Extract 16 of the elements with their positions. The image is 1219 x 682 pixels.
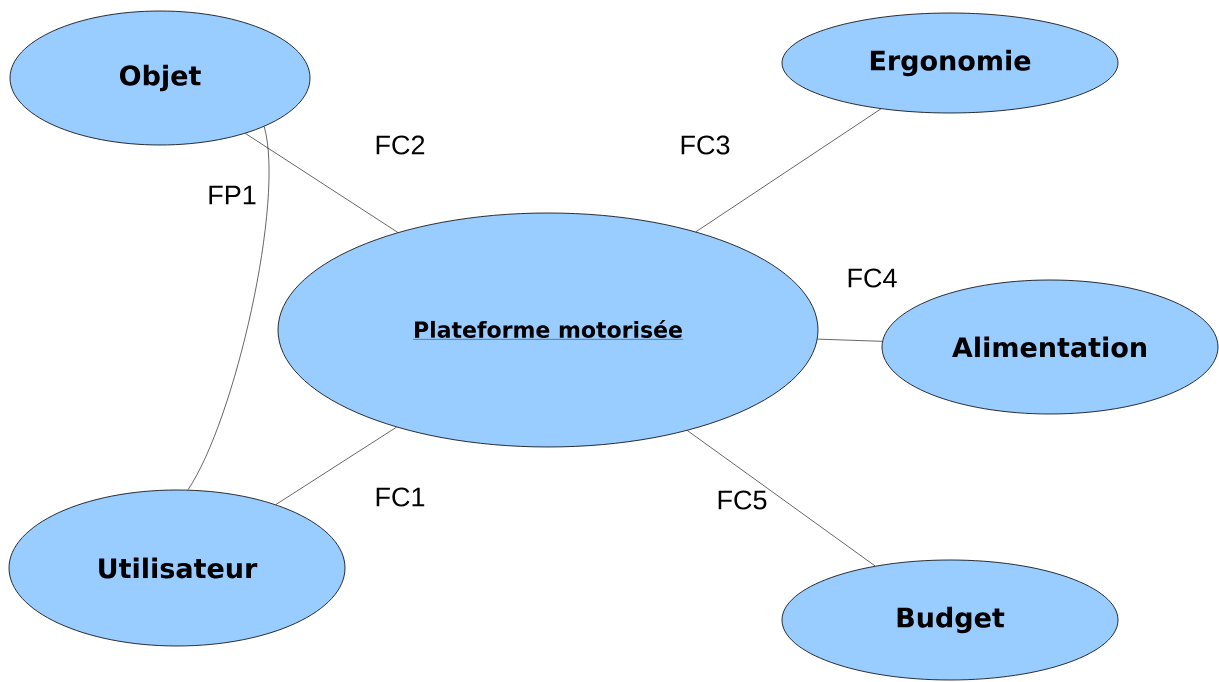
connector-line bbox=[695, 108, 882, 233]
ellipse-node: Utilisateur bbox=[8, 489, 346, 647]
edge-label: FP1 bbox=[209, 185, 256, 205]
edge-label: FC5 bbox=[718, 490, 767, 510]
connector-line bbox=[245, 133, 399, 233]
edge-label: FC3 bbox=[681, 135, 730, 155]
ellipse-node: Plateforme motorisée bbox=[277, 212, 819, 448]
connector-line bbox=[187, 126, 270, 491]
ellipse-node: Ergonomie bbox=[781, 12, 1119, 114]
ellipse-node: Objet bbox=[9, 10, 311, 146]
connector-line bbox=[817, 338, 883, 342]
connector-line bbox=[687, 430, 876, 567]
connector-line bbox=[275, 426, 397, 505]
edge-label: FC1 bbox=[376, 487, 425, 507]
edge-label: FC2 bbox=[376, 135, 425, 155]
ellipse-node: Budget bbox=[781, 559, 1119, 681]
